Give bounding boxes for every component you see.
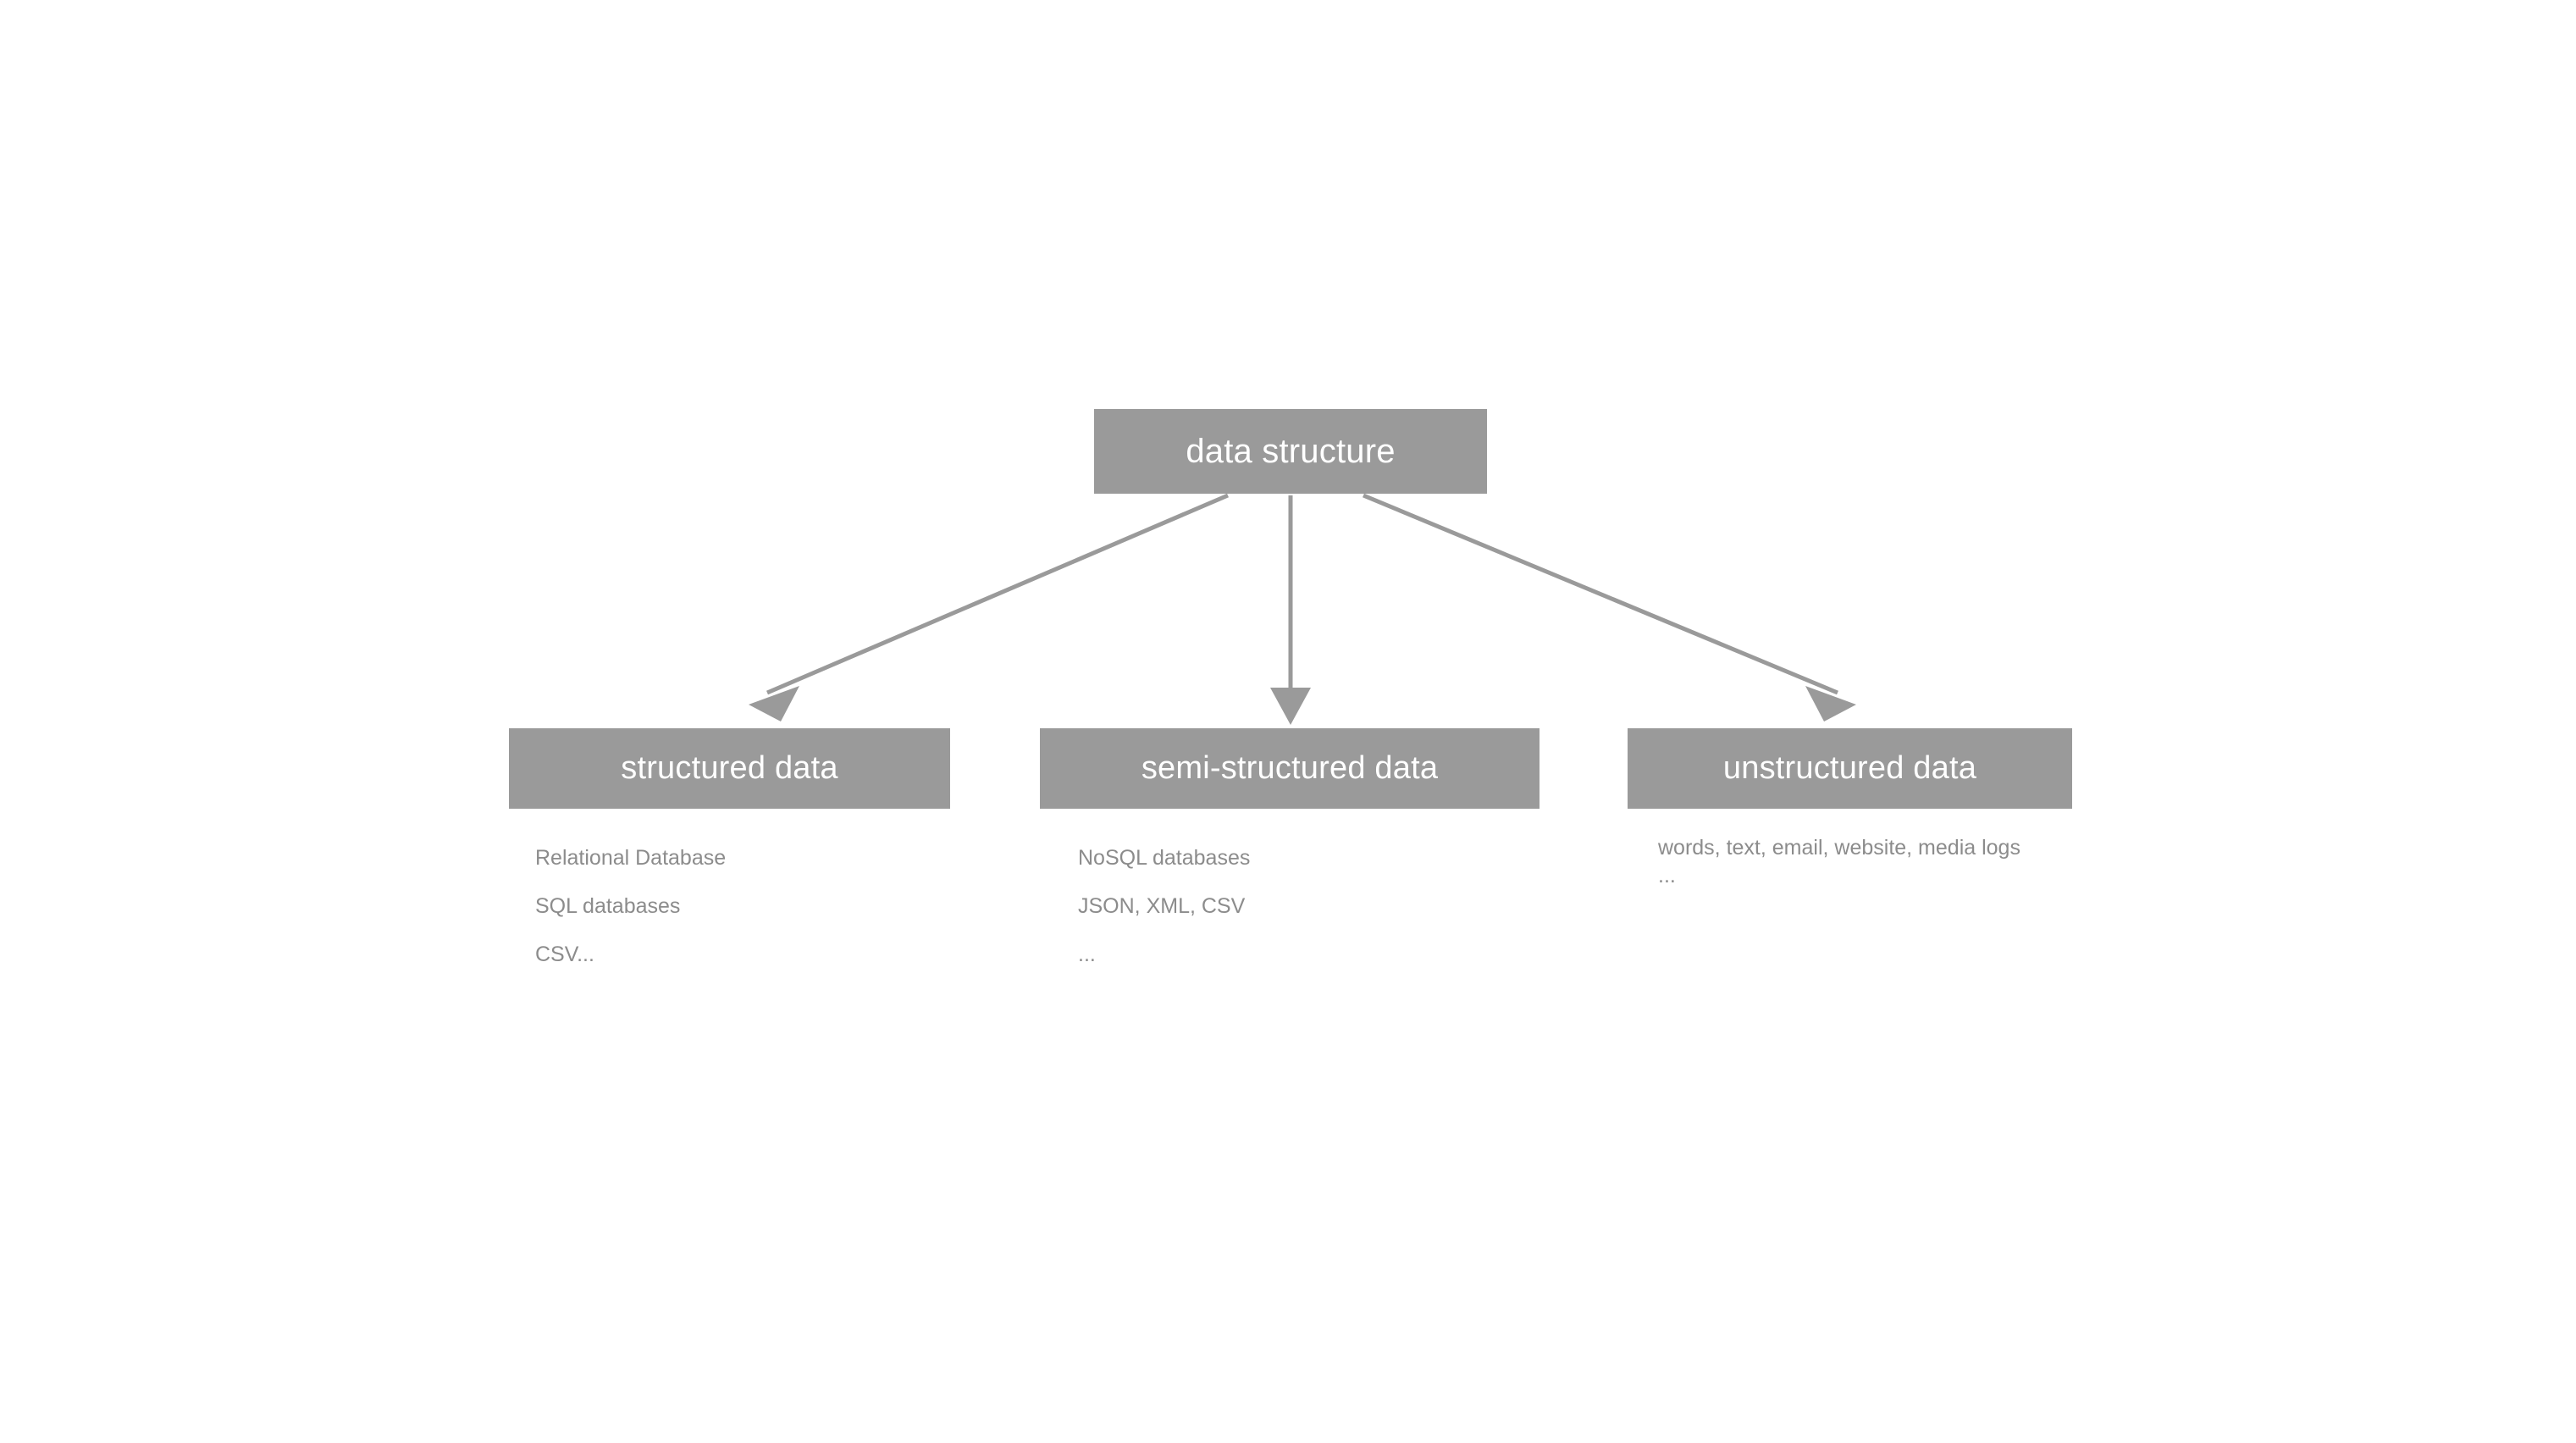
connector-root-to-unstructured (1363, 493, 1856, 722)
examples-unstructured-data: words, text, email, website, media logs … (1658, 834, 2020, 890)
examples-structured-data: Relational Database SQL databases CSV... (535, 834, 726, 979)
node-semi-structured-data[interactable]: semi-structured data (1040, 728, 1540, 809)
example-item: CSV... (535, 943, 594, 966)
connector-root-to-structured (749, 493, 1229, 722)
node-semi-structured-data-label: semi-structured data (1141, 750, 1439, 786)
example-item: NoSQL databases (1078, 846, 1251, 870)
example-item: JSON, XML, CSV (1078, 894, 1246, 918)
node-unstructured-data-label: unstructured data (1722, 750, 1977, 786)
example-item: ... (1658, 864, 1676, 887)
example-item: SQL databases (535, 894, 681, 918)
node-data-structure[interactable]: data structure (1094, 409, 1487, 494)
example-item: ... (1078, 943, 1096, 966)
example-item: words, text, email, website, media logs (1658, 836, 2020, 860)
examples-semi-structured-data: NoSQL databases JSON, XML, CSV ... (1078, 834, 1250, 979)
node-data-structure-label: data structure (1186, 432, 1396, 470)
node-structured-data[interactable]: structured data (509, 728, 950, 809)
connector-root-to-semi-structured (1270, 495, 1311, 725)
node-structured-data-label: structured data (621, 750, 838, 786)
node-unstructured-data[interactable]: unstructured data (1628, 728, 2072, 809)
example-item: Relational Database (535, 846, 727, 870)
